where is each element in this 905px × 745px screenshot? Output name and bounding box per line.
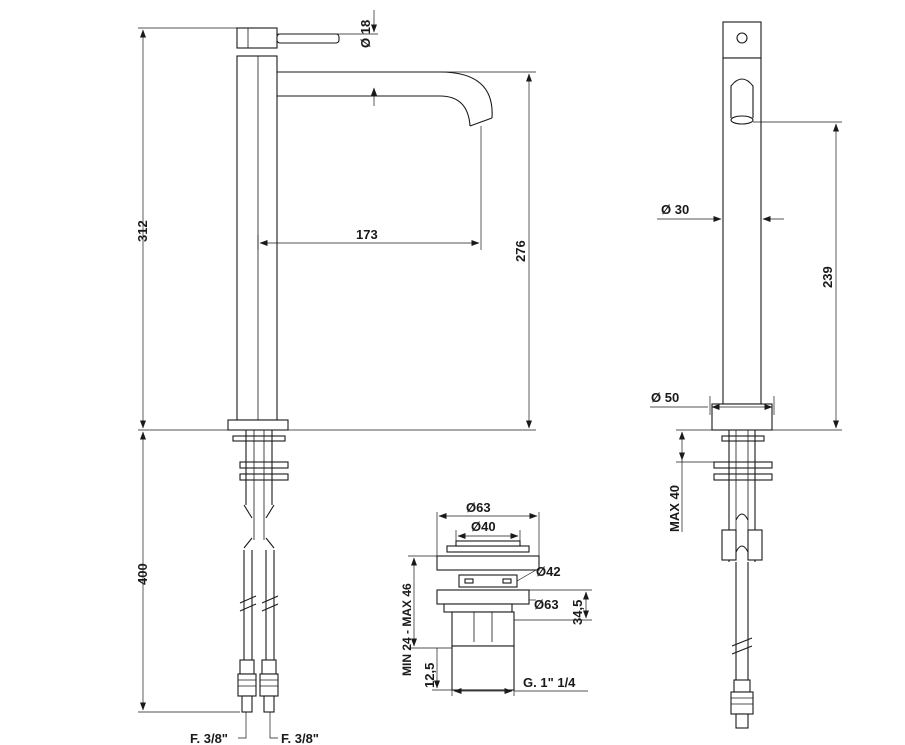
waste-height-label: 34,5 [570, 600, 585, 625]
front-view: Ø 18 312 173 276 400 F. 3/8" F. 3/8" [135, 10, 536, 745]
waste-range-label: MIN 24 - MAX 46 [400, 583, 414, 676]
waste-cap-top [446, 545, 530, 553]
total-height-label: 312 [135, 220, 150, 242]
waste-thread-label: G. 1" 1/4 [523, 675, 576, 690]
spout-reach-label: 173 [356, 227, 378, 242]
fitting-left [239, 659, 255, 675]
waste-flange-bottom [436, 589, 530, 605]
side-view: Ø 30 239 Ø 50 MAX 40 [650, 21, 842, 729]
waste-top-diameter-label: Ø63 [466, 500, 491, 515]
spout-outlet [730, 78, 754, 118]
faucet-base [227, 419, 289, 431]
waste-body-diameter-label: Ø42 [536, 564, 561, 579]
handle-height-label: 239 [820, 266, 835, 288]
side-body [722, 57, 762, 405]
spout-top [277, 71, 493, 119]
handle-diameter-label: Ø 18 [358, 20, 373, 48]
side-handle [722, 21, 762, 59]
waste-view: Ø63 Ø40 MIN 24 - MAX 46 Ø42 Ø63 34,5 12,… [400, 500, 592, 696]
base-diameter-label: Ø 50 [651, 390, 679, 405]
hose-length-label: 400 [135, 563, 150, 585]
max-deck-label: MAX 40 [667, 485, 682, 532]
waste-flange-diameter-label: Ø63 [534, 597, 559, 612]
handle-cartridge [236, 27, 278, 49]
body-diameter-label: Ø 30 [661, 202, 689, 217]
connection-left-label: F. 3/8" [190, 731, 228, 745]
side-base [711, 403, 773, 431]
waste-thread-length-label: 12,5 [422, 663, 437, 688]
mount-washer [232, 435, 286, 442]
waste-cap-diameter-label: Ø40 [471, 519, 496, 534]
spout-height-label: 276 [513, 240, 528, 262]
waste-flange-top [436, 555, 540, 571]
connection-right-label: F. 3/8" [281, 731, 319, 745]
handle-lever [276, 33, 340, 44]
faucet-body [236, 55, 278, 421]
handle-pin-icon [736, 32, 748, 44]
waste-thread-body [451, 611, 515, 647]
connector-right [259, 673, 279, 697]
fitting-right [261, 659, 277, 675]
spout-bottom [277, 95, 471, 127]
connector-left [237, 673, 257, 697]
